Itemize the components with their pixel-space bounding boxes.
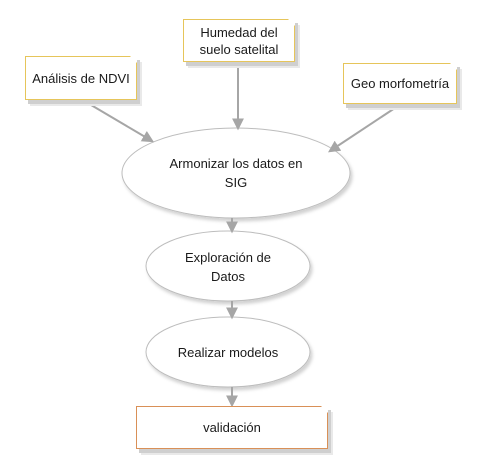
exploracion-line2: Datos [211,269,245,284]
armonizar-line1: Armonizar los datos en [169,156,303,171]
node-geomorfometria-label: Geo morfometría [350,76,450,91]
arrow-ndvi-to-armonizar [85,101,155,143]
node-humedad: Humedad del suelo satelital [183,19,295,62]
fold-corner [321,406,328,413]
node-humedad-line1: Humedad del [200,24,278,40]
modelos-label: Realizar modelos [146,340,310,364]
modelos-line: Realizar modelos [177,344,279,360]
armonizar-line2: SIG [224,175,248,190]
arrow-geomorf-to-armonizar [327,103,402,153]
fold-corner [450,63,457,70]
fold-corner [130,56,137,63]
node-validacion-label: validación [203,420,261,435]
armonizar-label: Armonizar los datos en SIG [122,150,350,196]
node-ndvi-label: Análisis de NDVI [32,70,130,86]
node-humedad-line2: suelo satelital [199,41,279,57]
exploracion-line1: Exploración de [185,250,271,265]
fold-corner [288,19,295,26]
node-geomorfometria: Geo morfometría [343,63,457,104]
exploracion-label: Exploración de Datos [146,246,310,288]
node-validacion: validación [136,406,328,449]
node-ndvi: Análisis de NDVI [25,56,137,100]
